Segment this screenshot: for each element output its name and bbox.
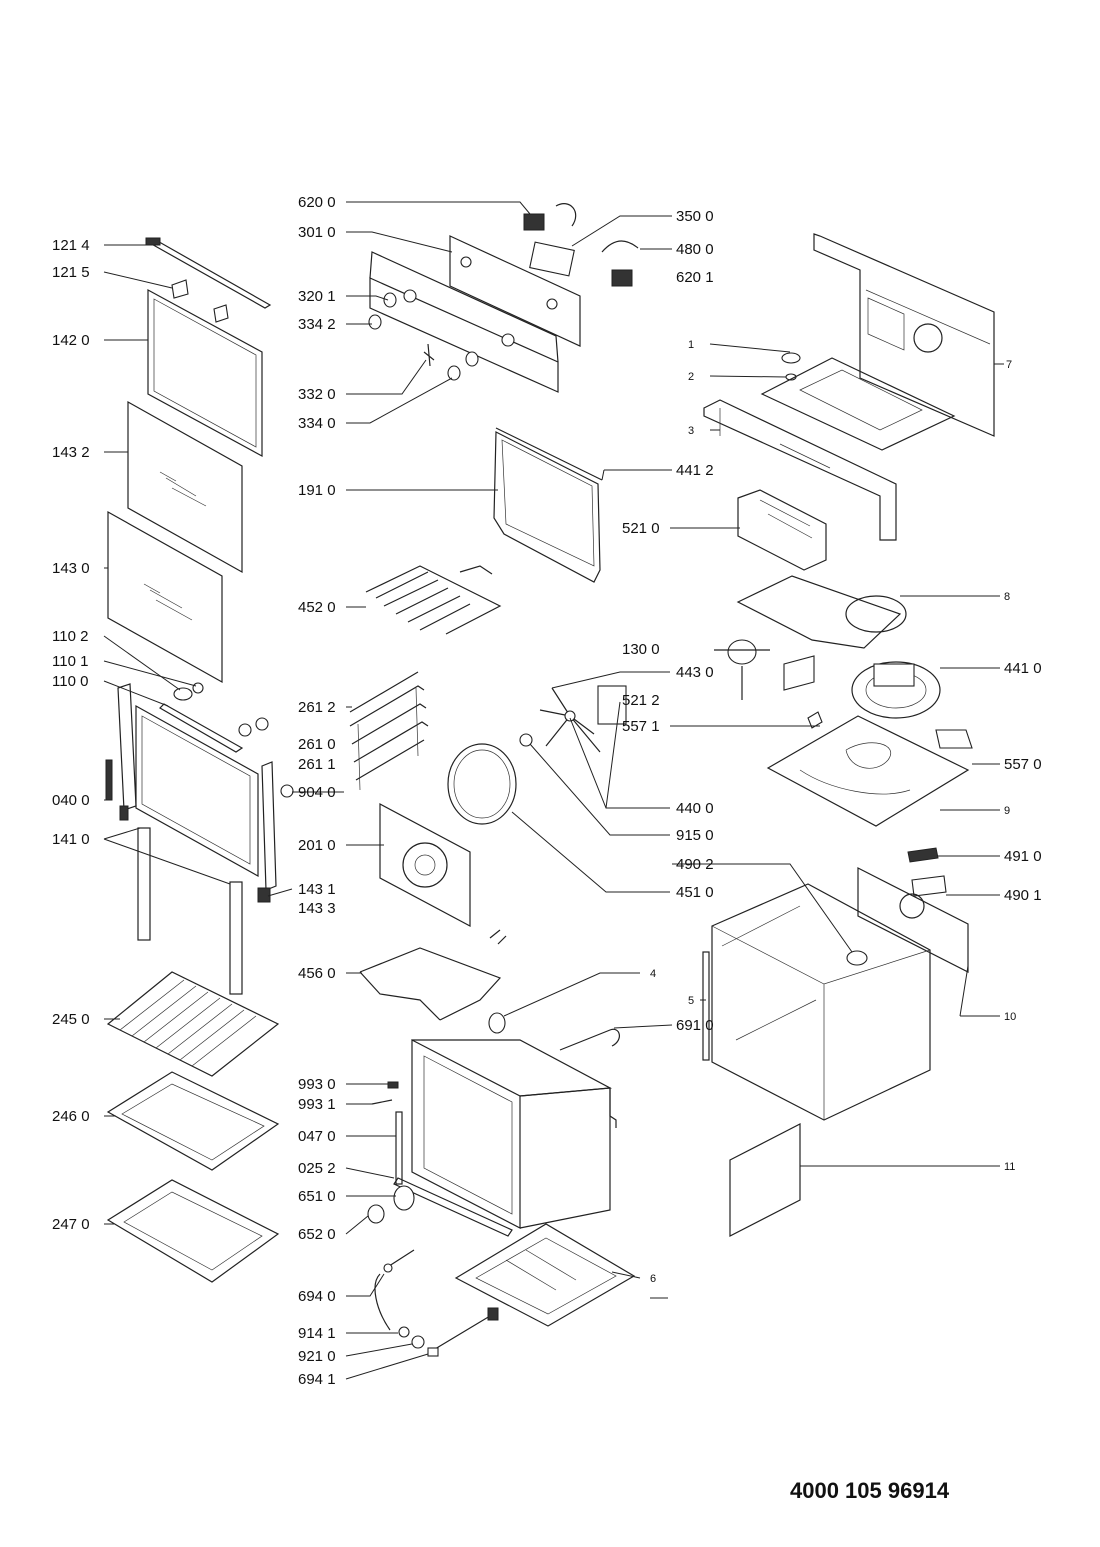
label-557-0: 557 0 (1004, 756, 1042, 773)
label-7: 7 (1006, 359, 1012, 371)
label-334-0: 334 0 (298, 415, 336, 432)
label-6: 6 (650, 1273, 656, 1285)
label-921-0: 921 0 (298, 1348, 336, 1365)
label-245-0: 245 0 (52, 1011, 90, 1028)
label-201-0: 201 0 (298, 837, 336, 854)
label-441-0: 441 0 (1004, 660, 1042, 677)
label-11: 11 (1004, 1161, 1015, 1173)
label-121-4: 121 4 (52, 237, 90, 254)
label-443-0: 443 0 (676, 664, 714, 681)
label-993-0: 993 0 (298, 1076, 336, 1093)
label-246-0: 246 0 (52, 1108, 90, 1125)
leader-lines (103, 201, 1004, 1380)
label-694-1: 694 1 (298, 1371, 336, 1388)
label-652-0: 652 0 (298, 1226, 336, 1243)
label-9: 9 (1004, 805, 1010, 817)
label-3: 3 (688, 425, 694, 437)
label-914-1: 914 1 (298, 1325, 336, 1342)
label-025-2: 025 2 (298, 1160, 336, 1177)
label-261-2: 261 2 (298, 699, 336, 716)
control-panel-and-cavity-parts (280, 203, 639, 1357)
label-521-2: 521 2 (622, 692, 660, 709)
label-261-0: 261 0 (298, 736, 336, 753)
label-350-0: 350 0 (676, 208, 714, 225)
label-451-0: 451 0 (676, 884, 714, 901)
label-521-0: 521 0 (622, 520, 660, 537)
label-10: 10 (1004, 1011, 1016, 1023)
label-452-0: 452 0 (298, 599, 336, 616)
label-915-0: 915 0 (676, 827, 714, 844)
label-490-1: 490 1 (1004, 887, 1042, 904)
label-557-1: 557 1 (622, 718, 660, 735)
door-parts (105, 237, 280, 1283)
label-110-1: 110 1 (52, 653, 88, 670)
label-2: 2 (688, 371, 694, 383)
label-141-0: 141 0 (52, 831, 90, 848)
label-142-0: 142 0 (52, 332, 90, 349)
label-691-0: 691 0 (676, 1017, 714, 1034)
label-047-0: 047 0 (298, 1128, 336, 1145)
label-8: 8 (1004, 591, 1010, 603)
label-191-0: 191 0 (298, 482, 336, 499)
housing-parts (519, 233, 995, 1237)
label-904-0: 904 0 (298, 784, 336, 801)
label-620-1: 620 1 (676, 269, 714, 286)
label-301-0: 301 0 (298, 224, 336, 241)
label-456-0: 456 0 (298, 965, 336, 982)
label-040-0: 040 0 (52, 792, 90, 809)
label-993-1: 993 1 (298, 1096, 336, 1113)
document-number: 4000 105 96914 (790, 1478, 950, 1503)
label-694-0: 694 0 (298, 1288, 336, 1305)
label-491-0: 491 0 (1004, 848, 1042, 865)
label-334-2: 334 2 (298, 316, 336, 333)
label-261-1: 261 1 (298, 756, 336, 773)
label-440-0: 440 0 (676, 800, 714, 817)
label-110-2: 110 2 (52, 628, 88, 645)
label-5: 5 (688, 995, 694, 1007)
label-651-0: 651 0 (298, 1188, 336, 1205)
label-130-0: 130 0 (622, 641, 660, 658)
label-4: 4 (650, 968, 656, 980)
label-143-1: 143 1 (298, 881, 336, 898)
label-121-5: 121 5 (52, 264, 90, 281)
label-143-0: 143 0 (52, 560, 90, 577)
label-320-1: 320 1 (298, 288, 336, 305)
label-441-2: 441 2 (676, 462, 714, 479)
label-480-0: 480 0 (676, 241, 714, 258)
label-110-0: 110 0 (52, 673, 88, 690)
label-332-0: 332 0 (298, 386, 336, 403)
label-143-2: 143 2 (52, 444, 90, 461)
label-247-0: 247 0 (52, 1216, 90, 1233)
label-490-2: 490 2 (676, 856, 714, 873)
label-1: 1 (688, 339, 694, 351)
part-labels: 121 4 121 5 142 0 143 2 143 0 110 2 110 … (52, 194, 1042, 1388)
label-620-0: 620 0 (298, 194, 336, 211)
label-143-3: 143 3 (298, 900, 336, 917)
